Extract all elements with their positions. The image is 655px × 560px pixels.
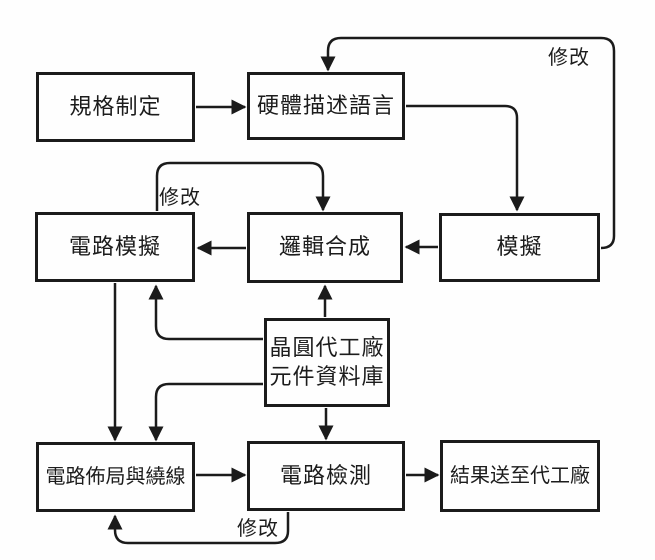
node-layout: 電路佈局與繞線 [36, 442, 195, 512]
node-test: 電路檢測 [247, 441, 405, 511]
edge-label-modify-bottom: 修改 [237, 518, 279, 540]
node-sim-label: 模擬 [496, 234, 543, 260]
edge-label-modify-mid: 修改 [159, 187, 201, 209]
edge-library-to-layout [148, 382, 263, 442]
node-test-label: 電路檢測 [279, 462, 372, 488]
node-logic-synth: 邏輯合成 [247, 212, 403, 283]
node-layout-label: 電路佈局與繞線 [45, 466, 186, 488]
node-circuit-sim-label: 電路模擬 [68, 233, 161, 259]
node-hdl-label: 硬體描述語言 [256, 92, 395, 118]
node-library-line2: 元件資料庫 [269, 363, 385, 389]
node-result-label: 結果送至代工廠 [450, 465, 590, 487]
node-spec-label: 規格制定 [69, 93, 162, 119]
node-library-label: 晶圓代工廠 元件資料庫 [269, 334, 384, 391]
edge-hdl-to-sim [406, 104, 525, 212]
node-circuit-sim: 電路模擬 [35, 212, 195, 282]
edge-sim-to-hdl-modify [320, 36, 616, 250]
node-library: 晶圓代工廠 元件資料庫 [264, 318, 390, 407]
edge-label-modify-top: 修改 [548, 47, 590, 69]
node-spec: 規格制定 [36, 72, 195, 142]
node-result: 結果送至代工廠 [440, 440, 600, 512]
node-logic-synth-label: 邏輯合成 [278, 234, 371, 260]
edge-test-to-layout-modify [107, 512, 290, 545]
edge-library-to-circuitsim [148, 284, 263, 341]
edge-circuitsim-to-logicsynth-modify [155, 161, 331, 212]
node-library-line1: 晶圓代工廠 [269, 334, 385, 360]
node-sim: 模擬 [439, 213, 600, 282]
node-hdl: 硬體描述語言 [247, 72, 405, 140]
